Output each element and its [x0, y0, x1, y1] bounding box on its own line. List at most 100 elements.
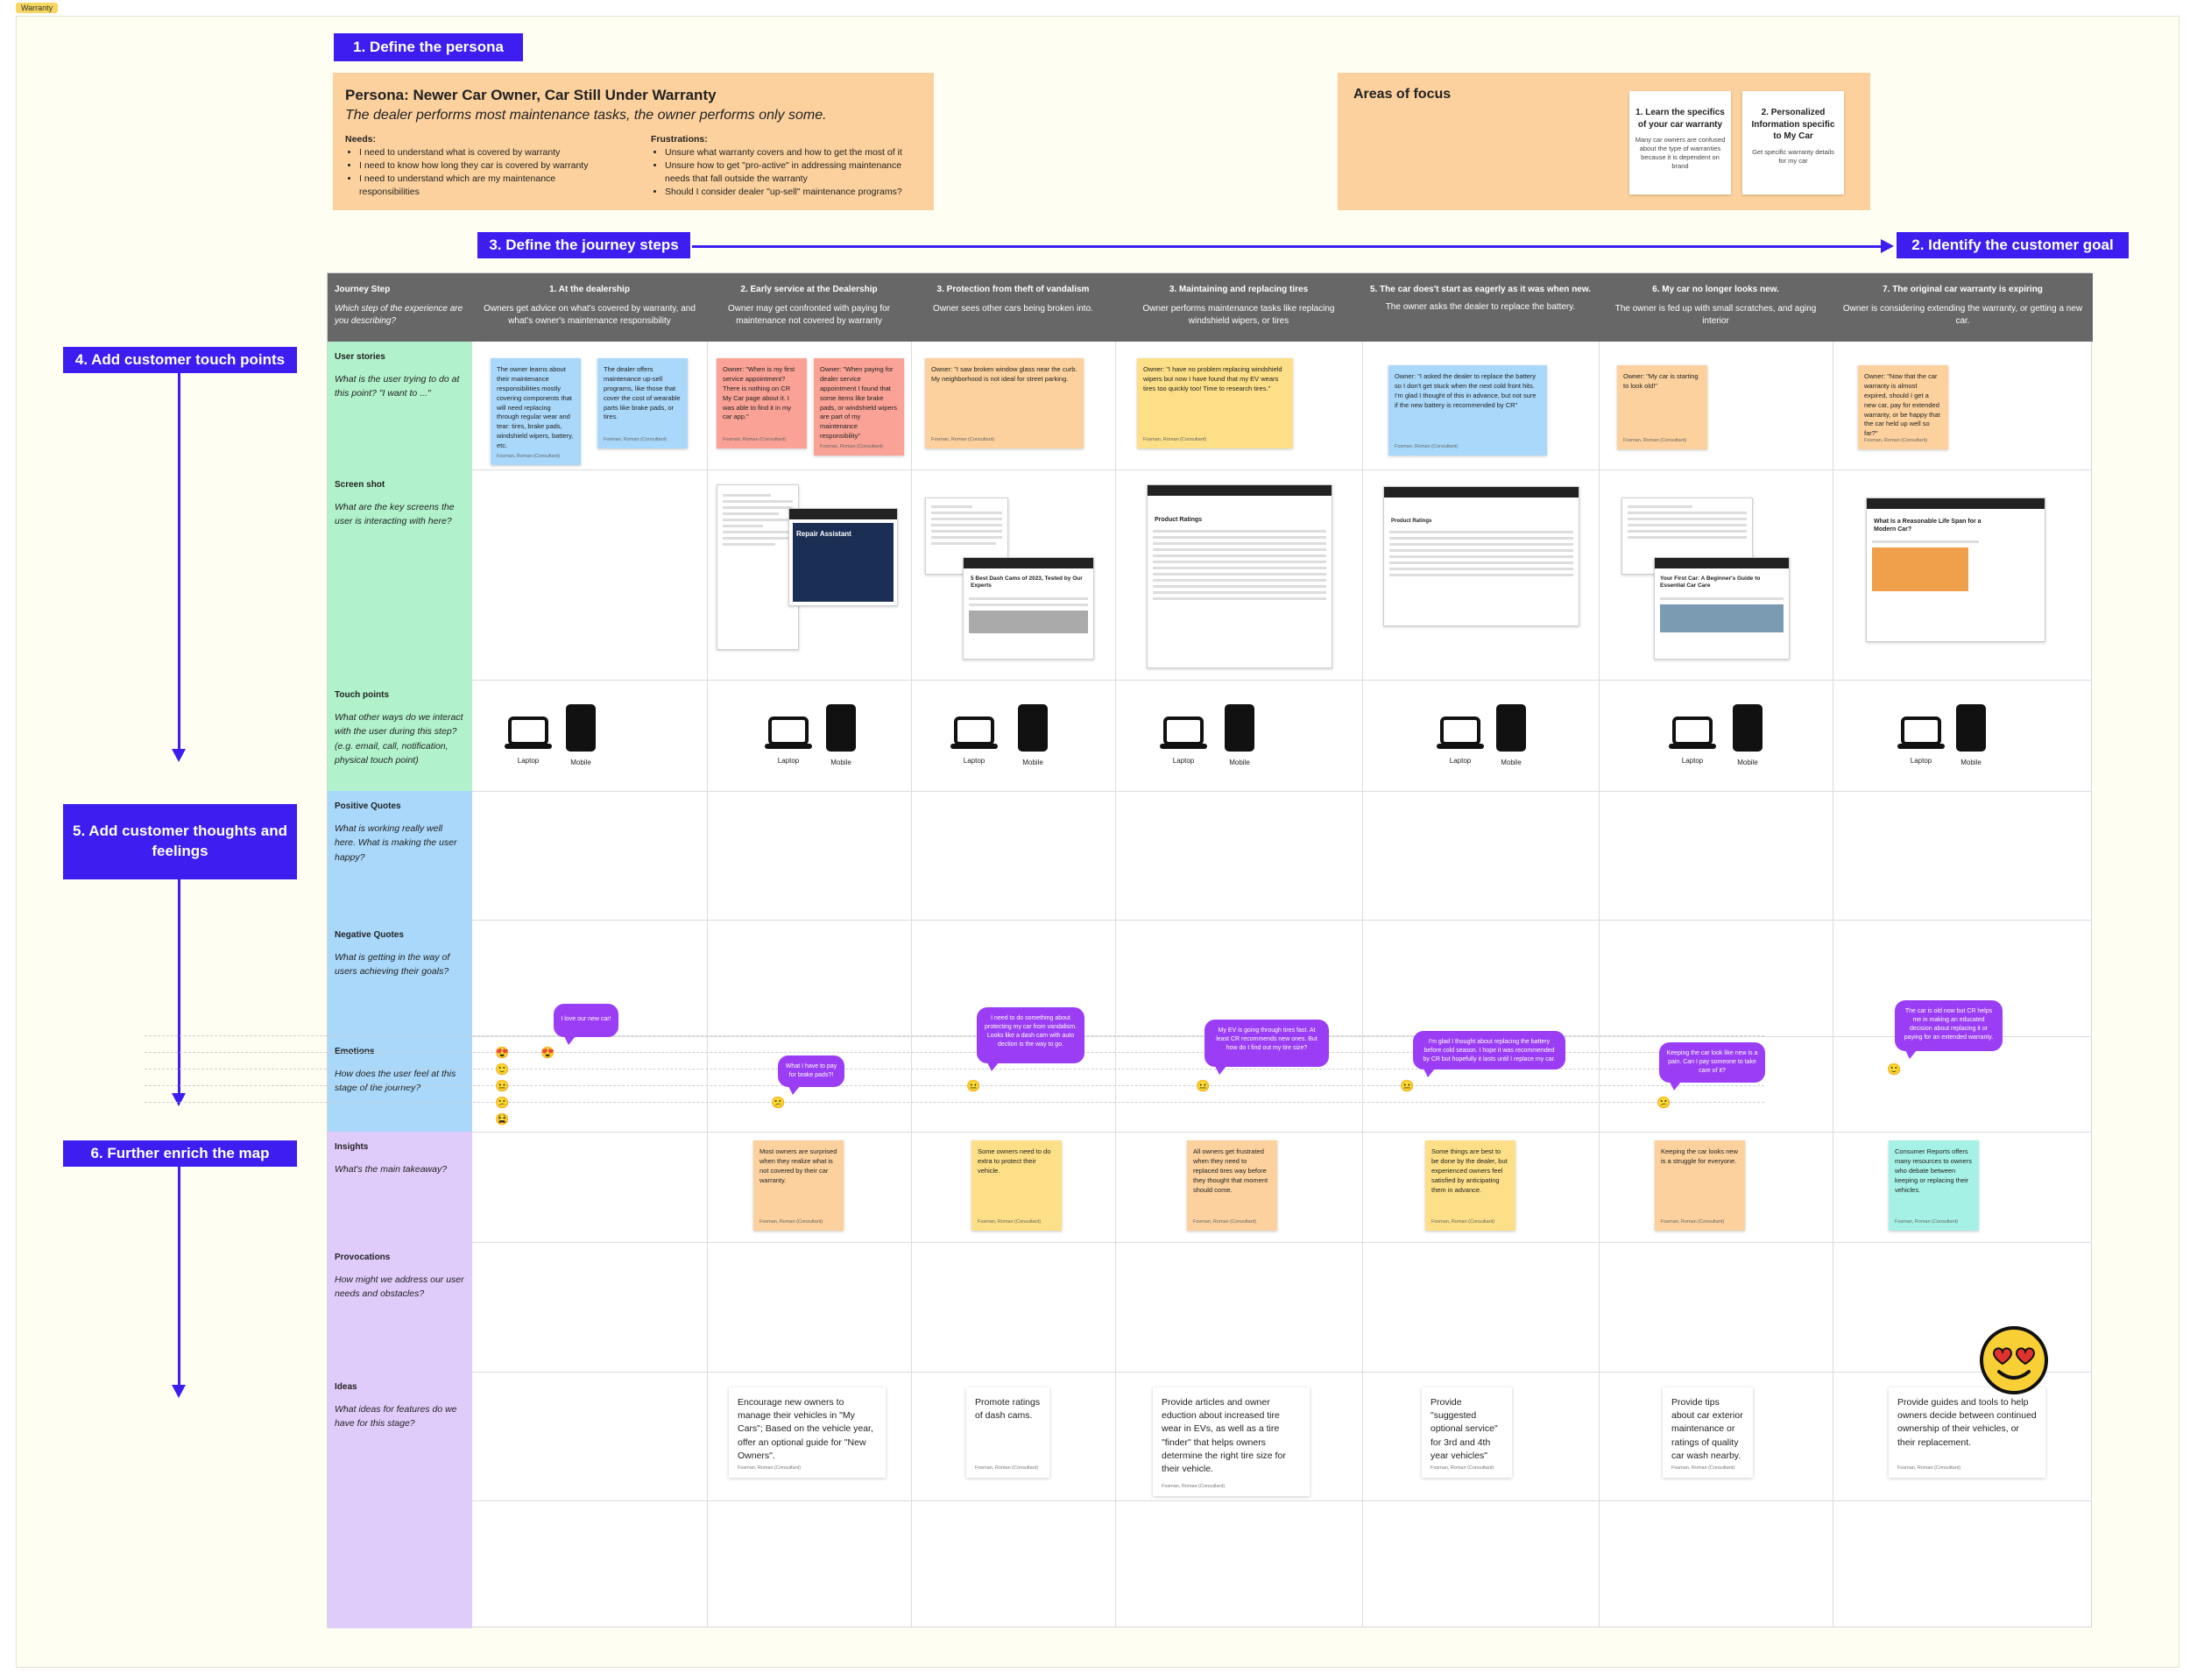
user-story-sticky[interactable]: Owner: "I have no problem replacing wind… — [1137, 358, 1293, 448]
emotion-bubble[interactable]: What I have to pay for brake pads?! — [778, 1055, 844, 1095]
board-tag[interactable]: Warranty — [16, 3, 59, 13]
step-touch-points[interactable]: 4. Add customer touch points — [63, 347, 297, 373]
step-enrich-map[interactable]: 6. Further enrich the map — [63, 1140, 297, 1167]
step-identify-goal[interactable]: 2. Identify the customer goal — [1897, 232, 2129, 258]
idea-card[interactable]: Provide "suggested optional service" for… — [1422, 1387, 1512, 1478]
mobile-icon: Mobile — [824, 702, 858, 766]
laptop-icon: Laptop — [1435, 715, 1486, 765]
header-step-6[interactable]: 6. My car no longer looks new. The owner… — [1599, 273, 1833, 342]
screenshot-mobile-menu[interactable] — [717, 484, 799, 650]
user-story-sticky[interactable]: Owner: "I asked the dealer to replace th… — [1388, 365, 1547, 455]
step-desc: The owner is fed up with small scratches… — [1614, 303, 1817, 326]
dash-cams-title: 5 Best Dash Cams of 2023, Tested by Our … — [971, 575, 1083, 589]
focus-card[interactable]: 1. Learn the specifics of your car warra… — [1629, 91, 1731, 194]
emotion-bubble[interactable]: My EV is going through tires fast. At le… — [1204, 1020, 1329, 1075]
frustration-item: Should I consider dealer "up-sell" maint… — [665, 186, 922, 199]
step-desc: Owners get advice on what's covered by w… — [484, 303, 696, 326]
header-journey-step: Journey Step Which step of the experienc… — [328, 273, 472, 342]
header-step-7[interactable]: 7. The original car warranty is expiring… — [1833, 273, 2093, 342]
insight-sticky[interactable]: Keeping the car looks new is a struggle … — [1655, 1140, 1745, 1231]
screenshot-repair-assistant[interactable]: Repair Assistant — [788, 508, 898, 606]
insight-sticky[interactable]: Consumer Reports offers many resources t… — [1889, 1140, 1979, 1231]
idea-card[interactable]: Encourage new owners to manage their veh… — [729, 1387, 886, 1478]
focus-card-body: Get specific warranty details for my car — [1752, 147, 1834, 165]
user-story-sticky[interactable]: The owner learns about their maintenance… — [491, 358, 581, 465]
focus-card[interactable]: 2. Personalized Information specific to … — [1742, 91, 1844, 194]
grid-line — [472, 469, 2092, 470]
frustration-item: Unsure what warranty covers and how to g… — [665, 146, 922, 159]
grid-line — [472, 1242, 2092, 1243]
love-face-icon: 😍 — [495, 1046, 510, 1059]
neutral-face-icon: 😐 — [966, 1079, 981, 1092]
header-step-2[interactable]: 2. Early service at the Dealership Owner… — [707, 273, 911, 342]
persona-card[interactable]: Persona: Newer Car Owner, Car Still Unde… — [333, 73, 934, 210]
laptop-icon: Laptop — [1667, 715, 1718, 765]
laptop-icon: Laptop — [1896, 715, 1946, 765]
step-title: 5. The car does't start as eagerly as it… — [1369, 285, 1592, 294]
step-desc: Owner is considering extending the warra… — [1842, 303, 2083, 326]
emotion-bubble[interactable]: Keeping the car look like new is a pain.… — [1659, 1042, 1765, 1091]
user-story-sticky[interactable]: Owner: "My car is starting to look old!"… — [1617, 365, 1707, 449]
mobile-label: Mobile — [1022, 759, 1043, 766]
idea-card[interactable]: Promote ratings of dash cams.Fosman, Rom… — [966, 1387, 1049, 1478]
areas-of-focus[interactable]: Areas of focus 1. Learn the specifics of… — [1338, 73, 1870, 210]
laptop-label: Laptop — [1910, 757, 1932, 765]
header-step-5[interactable]: 5. The car does't start as eagerly as it… — [1362, 273, 1599, 342]
focus-card-title: 2. Personalized Information specific to … — [1751, 108, 1835, 141]
mobile-label: Mobile — [830, 759, 851, 766]
header-step-4[interactable]: 3. Maintaining and replacing tires Owner… — [1115, 273, 1362, 342]
insight-sticky[interactable]: All owners get frustrated when they need… — [1187, 1140, 1277, 1231]
mobile-icon: Mobile — [1494, 702, 1528, 766]
step-title: 7. The original car warranty is expiring — [1883, 285, 2043, 294]
mobile-icon: Mobile — [1731, 702, 1764, 766]
user-story-sticky[interactable]: Owner: "When is my first service appoint… — [717, 358, 807, 448]
neutral-face-icon: 😐 — [495, 1079, 510, 1092]
emotion-bubble[interactable]: I need to do something about protecting … — [977, 1007, 1084, 1071]
header-desc: Which step of the experience are you des… — [335, 303, 463, 326]
insight-sticky[interactable]: Some things are best to be done by the d… — [1425, 1140, 1515, 1231]
grid-line — [472, 1500, 2092, 1501]
grid-line — [472, 920, 2092, 921]
laptop-label: Laptop — [1172, 757, 1195, 765]
thoughts-arrow — [172, 879, 186, 1106]
persona-subtitle: The dealer performs most maintenance tas… — [345, 108, 827, 123]
touch-points-arrow — [172, 373, 186, 762]
step-desc: Owner sees other cars being broken into. — [933, 303, 1093, 314]
step-define-persona[interactable]: 1. Define the persona — [334, 33, 523, 61]
emotion-bubble[interactable]: The car is old now but CR helps me in ma… — [1895, 1000, 2003, 1059]
step-define-journey[interactable]: 3. Define the journey steps — [477, 232, 690, 258]
screenshot-tire-ratings[interactable]: Product Ratings — [1147, 484, 1332, 668]
mobile-icon: Mobile — [1016, 702, 1049, 766]
step-thoughts-feelings[interactable]: 5. Add customer thoughts and feelings — [63, 804, 297, 879]
crying-face-icon: 😫 — [495, 1112, 510, 1126]
user-story-sticky[interactable]: Owner: "When paying for dealer service a… — [814, 358, 904, 455]
header-step-3[interactable]: 3. Protection from theft of vandalism Ow… — [911, 273, 1115, 342]
screenshot-dash-cams[interactable]: 5 Best Dash Cams of 2023, Tested by Our … — [963, 557, 1094, 660]
insight-sticky[interactable]: Most owners are surprised when they real… — [753, 1140, 844, 1231]
user-story-sticky[interactable]: The dealer offers maintenance up-sell pr… — [597, 358, 688, 448]
idea-card[interactable]: Provide articles and owner eduction abou… — [1153, 1387, 1310, 1496]
need-item: I need to understand what is covered by … — [359, 146, 616, 159]
header-step-1[interactable]: 1. At the dealership Owners get advice o… — [472, 273, 707, 342]
emotion-bubble[interactable]: I love our new car! — [554, 1004, 618, 1045]
screenshot-first-car-guide[interactable]: Your First Car: A Beginner's Guide to Es… — [1654, 557, 1790, 660]
step-title: 3. Protection from theft of vandalism — [936, 285, 1090, 294]
persona-frustrations: Frustrations: Unsure what warranty cover… — [651, 134, 922, 199]
idea-card[interactable]: Provide guides and tools to help owners … — [1889, 1387, 2045, 1478]
insight-sticky[interactable]: Some owners need to do extra to protect … — [971, 1140, 1062, 1231]
ratings-title: Product Ratings — [1391, 519, 1432, 524]
sad-face-icon: 😕 — [1657, 1096, 1671, 1109]
love-face-icon: 😍 — [540, 1046, 555, 1059]
screenshot-life-span[interactable]: What Is a Reasonable Life Span for a Mod… — [1866, 498, 2045, 642]
heart-eyes-emoji-icon[interactable] — [1978, 1324, 2050, 1396]
emotion-bubble[interactable]: I'm glad I thought about replacing the b… — [1413, 1031, 1565, 1077]
idea-card[interactable]: Provide tips about car exterior maintena… — [1663, 1387, 1753, 1478]
user-story-sticky[interactable]: Owner: "Now that the car warranty is alm… — [1858, 365, 1948, 449]
screenshot-battery-ratings[interactable]: Product Ratings — [1383, 486, 1579, 626]
user-story-sticky[interactable]: Owner: "I saw broken window glass near t… — [925, 358, 1084, 448]
step-title: 1. At the dealership — [549, 285, 630, 294]
